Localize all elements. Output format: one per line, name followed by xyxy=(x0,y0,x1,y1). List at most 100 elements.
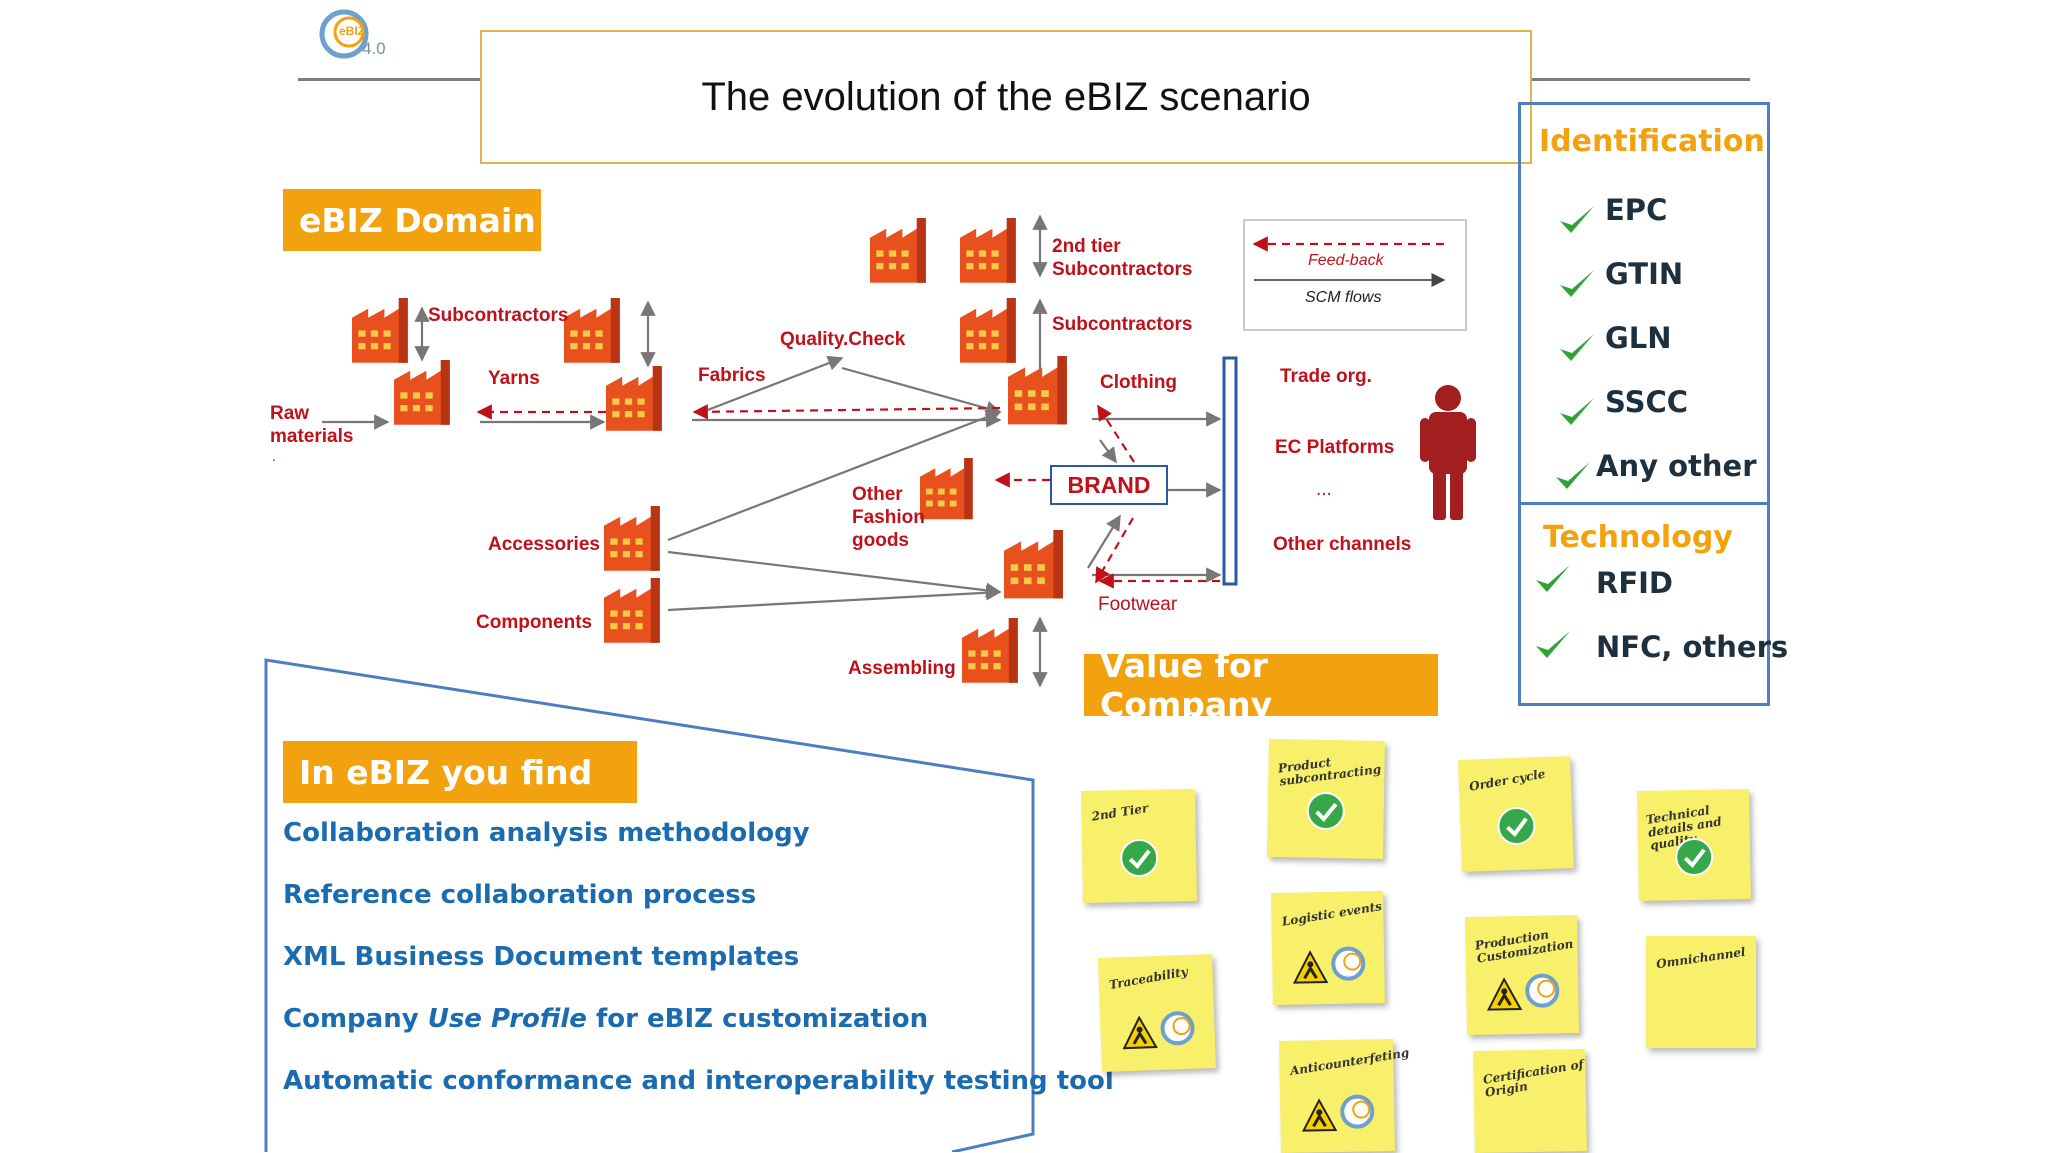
factory-icon xyxy=(870,218,926,283)
technology-title: Technology xyxy=(1543,520,1733,555)
sticky-note: Technical details and quality xyxy=(1637,789,1751,901)
value-title-box: Value for Company xyxy=(1084,646,1438,724)
sticky-note-text: Production Customization xyxy=(1473,927,1575,966)
channel-bar xyxy=(1222,356,1238,586)
find-title: In eBIZ you find xyxy=(299,752,593,792)
identification-title: Identification xyxy=(1539,124,1765,159)
use-profile-italic: Use Profile xyxy=(427,1004,587,1034)
logo-name: eBIZ xyxy=(339,24,366,38)
factory-icon xyxy=(606,366,662,431)
factory-icon xyxy=(960,218,1016,283)
sticky-note-text: Anticounterfeting xyxy=(1288,1045,1411,1079)
checkmark-badge-icon xyxy=(1497,806,1536,845)
work-in-progress-icon xyxy=(1122,1011,1195,1050)
check-icon xyxy=(1560,398,1594,425)
value-title: Value for Company xyxy=(1100,646,1273,724)
title-box: The evolution of the eBIZ scenario xyxy=(480,30,1532,164)
work-in-progress-icon xyxy=(1486,973,1560,1011)
factory-icon xyxy=(1004,530,1063,599)
identification-panel xyxy=(1518,102,1770,502)
channel-ellipsis: ... xyxy=(1316,479,1332,500)
label-subcontractors-top: Subcontractors xyxy=(428,305,569,326)
factory-icons xyxy=(352,218,1067,683)
factory-icon xyxy=(352,298,408,363)
raw-materials-dot: . xyxy=(272,448,276,464)
sticky-note-text: Omnichannel xyxy=(1655,944,1747,972)
check-icon xyxy=(1560,206,1594,233)
label-clothing: Clothing xyxy=(1100,372,1178,393)
ebiz-logo: eBIZ 4.0 xyxy=(318,8,398,60)
check-icon xyxy=(1536,565,1570,592)
checkmark-badge-icon xyxy=(1675,837,1714,876)
factory-icon xyxy=(564,298,620,363)
check-icon xyxy=(1536,631,1570,658)
factory-icon xyxy=(604,506,660,571)
page-title: The evolution of the eBIZ scenario xyxy=(701,74,1311,119)
label-other-fashion: Other Fashion goods xyxy=(852,484,925,551)
sticky-note: Product subcontracting xyxy=(1266,738,1386,860)
sticky-note-text: Product subcontracting xyxy=(1277,755,1382,789)
label-raw-materials: Raw materials xyxy=(270,403,354,447)
identification-item: GLN xyxy=(1605,321,1672,355)
channel-trade-org: Trade org. xyxy=(1280,366,1372,387)
factory-icon xyxy=(1008,356,1067,425)
sticky-note: Certification of Origin xyxy=(1473,1049,1587,1153)
find-item-testing-tool: Automatic conformance and interoperabili… xyxy=(283,1066,1114,1096)
label-yarns: Yarns xyxy=(488,368,540,389)
factory-icon xyxy=(962,618,1018,683)
identification-item: SSCC xyxy=(1605,385,1689,419)
sticky-note: Anticounterfeting xyxy=(1279,1039,1410,1153)
work-in-progress-icon xyxy=(1292,946,1366,984)
label-subcontractors-right: Subcontractors xyxy=(1052,314,1193,335)
ebiz-logo-icon xyxy=(319,9,369,59)
find-item-methodology: Collaboration analysis methodology xyxy=(283,818,810,848)
channel-ec-platforms: EC Platforms xyxy=(1275,437,1395,458)
label-quality-check: Quality.Check xyxy=(780,329,906,350)
label-tier2: 2nd tier Subcontractors xyxy=(1052,236,1193,280)
header-line-left xyxy=(298,78,480,81)
identification-item: EPC xyxy=(1605,193,1668,227)
find-item-use-profile: Company Use Profile for eBIZ customizati… xyxy=(283,1004,928,1034)
find-item-templates: XML Business Document templates xyxy=(283,942,800,972)
use-profile-after: for eBIZ customization xyxy=(586,1004,929,1034)
identification-item: Any other xyxy=(1596,449,1757,483)
legend-scm: SCM flows xyxy=(1305,289,1382,306)
check-icon xyxy=(1560,270,1594,297)
label-footwear: Footwear xyxy=(1098,594,1178,615)
sticky-note: 2nd Tier xyxy=(1081,789,1197,903)
label-assembling: Assembling xyxy=(848,658,956,679)
check-icon xyxy=(1560,334,1594,361)
identification-item: GTIN xyxy=(1605,257,1684,291)
scm-flow-arrows xyxy=(322,355,1222,612)
brand-box: BRAND xyxy=(1050,465,1168,505)
technology-item: NFC, others xyxy=(1596,630,1789,664)
domain-label-text: eBIZ Domain xyxy=(299,200,536,240)
feedback-arrows xyxy=(476,404,1220,589)
check-icon xyxy=(1556,462,1590,489)
vertical-link-arrows xyxy=(414,214,1048,688)
sticky-note: Omnichannel xyxy=(1646,936,1756,1048)
consumer-icon xyxy=(1420,385,1476,520)
checkmark-badge-icon xyxy=(1120,838,1159,877)
sticky-note-text: Logistic events xyxy=(1280,899,1383,929)
logo-version: 4.0 xyxy=(362,39,386,58)
domain-label: eBIZ Domain xyxy=(283,189,541,251)
header-line-right xyxy=(1532,78,1750,81)
legend-box xyxy=(1243,219,1467,331)
sticky-note: Logistic events xyxy=(1271,891,1385,1005)
sticky-note: Traceability xyxy=(1098,954,1216,1072)
legend-feedback: Feed-back xyxy=(1308,252,1384,269)
label-accessories: Accessories xyxy=(488,534,600,555)
technology-panel xyxy=(1518,502,1770,706)
factory-icon xyxy=(960,298,1016,363)
use-profile-before: Company xyxy=(283,1004,428,1034)
find-item-process: Reference collaboration process xyxy=(283,880,757,910)
sticky-note-text: 2nd Tier xyxy=(1090,800,1150,824)
brand-label: BRAND xyxy=(1067,471,1151,498)
factory-icon xyxy=(920,458,973,520)
checkmark-badge-icon xyxy=(1306,791,1345,830)
label-components: Components xyxy=(476,612,593,633)
sticky-note: Order cycle xyxy=(1458,756,1574,872)
channel-other: Other channels xyxy=(1273,534,1412,555)
